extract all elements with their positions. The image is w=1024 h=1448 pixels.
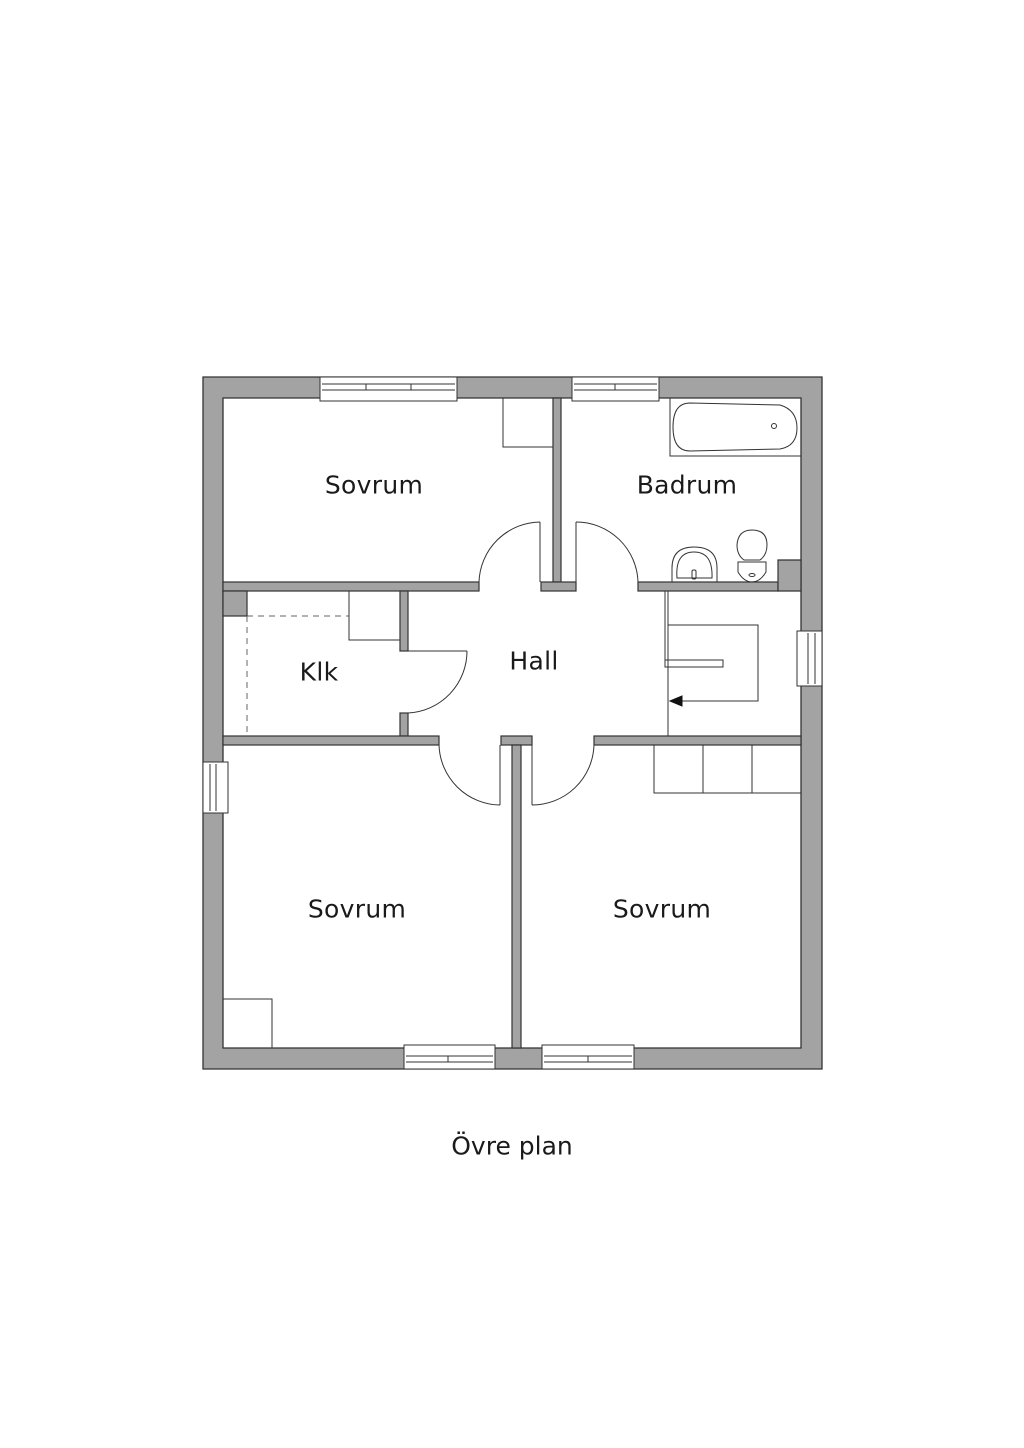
room-label-hall: Hall (509, 646, 559, 676)
interior-walls (222, 397, 802, 1049)
windows (202, 376, 823, 1070)
doors (407, 521, 639, 806)
room-label-bathroom: Badrum (636, 470, 738, 500)
fixtures (223, 397, 802, 1048)
room-label-bedroom-bottom-right: Sovrum (612, 894, 712, 924)
room-label-closet: Klk (299, 657, 339, 687)
plan-title: Övre plan (451, 1131, 573, 1161)
room-label-bedroom-top-left: Sovrum (324, 470, 424, 500)
room-label-bedroom-bottom-left: Sovrum (307, 894, 407, 924)
